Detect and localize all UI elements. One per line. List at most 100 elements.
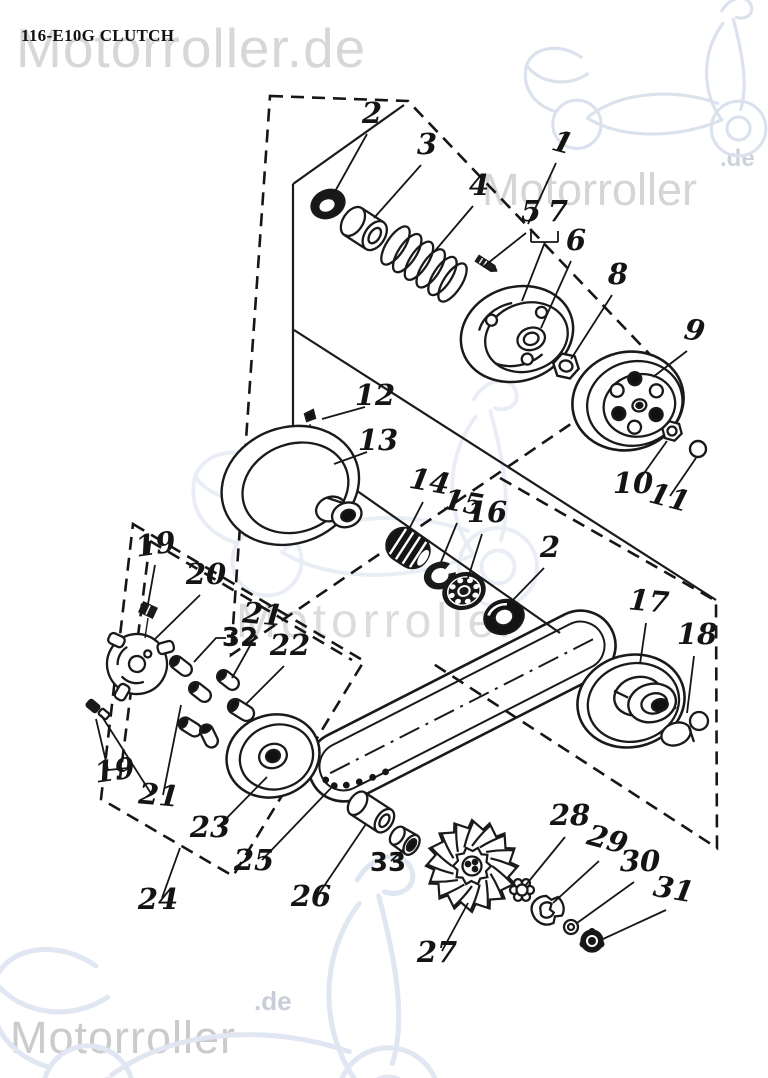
page-title: 116-E10G CLUTCH	[21, 26, 175, 45]
part-label-10: 10	[613, 466, 653, 500]
part-label-2: 2	[539, 530, 560, 564]
group-box-inner-double	[118, 539, 353, 779]
part-label-4: 4	[469, 168, 489, 202]
leader-line-19	[147, 564, 156, 605]
part-bushing-33	[388, 825, 421, 856]
part-label-15: 15	[441, 482, 487, 522]
part-oil-seal-2	[483, 598, 525, 636]
part-label-23: 23	[189, 810, 230, 844]
part-label-9: 9	[682, 312, 708, 349]
part-label-30: 30	[620, 844, 660, 878]
part-label-19: 19	[133, 524, 178, 563]
part-bushing-3	[339, 205, 388, 252]
part-spacer-26	[346, 790, 396, 834]
part-pulley-half-23	[225, 713, 321, 799]
leader-line-32	[193, 637, 226, 663]
drive-belt	[307, 609, 617, 803]
part-label-8: 8	[607, 257, 628, 291]
watermark-midright: Motorroller	[482, 164, 698, 215]
leader-line-10	[636, 440, 668, 484]
part-label-32: 32	[222, 623, 258, 653]
part-washer-30	[562, 918, 580, 936]
part-label-21: 21	[136, 776, 180, 813]
part-slider-19a	[138, 600, 158, 620]
part-label-11: 11	[646, 476, 694, 519]
part-label-2: 2	[361, 96, 382, 130]
belt-cog-marks	[322, 768, 389, 790]
fan-blade	[490, 857, 517, 869]
leader-line-18	[686, 655, 695, 714]
fan-blade	[469, 884, 481, 911]
part-drive-face-13	[220, 424, 363, 547]
part-ramp-plate-20	[105, 631, 176, 702]
leader-line-2	[512, 567, 545, 601]
fan-blade	[453, 885, 473, 908]
leader-line-4	[433, 205, 474, 253]
leader-line-19	[95, 718, 129, 771]
leader-line-21	[231, 634, 257, 679]
leader-line-30	[576, 881, 635, 924]
fan-blade	[485, 879, 489, 908]
callout-leader-lines	[95, 133, 697, 952]
part-slider-19b	[85, 698, 111, 721]
part-label-26: 26	[290, 879, 331, 913]
fan-blade	[479, 834, 505, 849]
scooter-watermark-bottom-left	[0, 857, 439, 1078]
part-label-21: 21	[240, 595, 284, 632]
fan-blade	[430, 847, 453, 867]
group-box-variator-rollers	[99, 521, 366, 878]
part-label-20: 20	[185, 557, 226, 591]
part-label-22: 22	[269, 628, 310, 662]
part-spring-4	[380, 225, 468, 303]
leader-line-31	[602, 909, 667, 940]
part-label-13: 13	[358, 423, 398, 457]
part-label-28: 28	[549, 798, 590, 832]
leader-line-9	[652, 350, 688, 378]
part-label-5: 5	[521, 194, 541, 228]
leader-line-11	[669, 457, 697, 497]
leader-line-5	[482, 232, 527, 268]
part-label-16: 16	[467, 495, 507, 529]
part-label-7: 7	[548, 194, 568, 228]
fan-blade	[455, 824, 459, 853]
fan-blade	[489, 873, 504, 899]
fan-blade	[439, 883, 465, 898]
part-piece-18	[660, 710, 710, 747]
leader-line-33	[390, 848, 405, 862]
leader-line-27	[441, 902, 469, 952]
part-star-washer-28	[508, 877, 536, 903]
part-label-19: 19	[92, 750, 137, 789]
part-ring-11	[688, 439, 708, 459]
leader-line-15	[440, 522, 458, 563]
part-washer-2	[310, 188, 346, 220]
part-roller-22	[226, 697, 256, 723]
leader-line-21	[100, 714, 153, 796]
leader-line-14	[406, 501, 424, 534]
fan-blade	[440, 833, 455, 859]
part-nut-8	[551, 352, 581, 380]
leader-line-16	[467, 533, 483, 579]
leader-line-6	[540, 260, 572, 329]
part-label-18: 18	[677, 617, 717, 651]
part-label-17: 17	[627, 582, 670, 619]
part-label-24: 24	[137, 882, 178, 916]
leader-line-29	[552, 860, 600, 904]
leader-line-12	[321, 406, 366, 420]
part-clutch-assembly-6-7	[459, 284, 575, 384]
leader-line-1	[527, 162, 557, 225]
leader-line-22	[245, 665, 285, 705]
fan-blade	[491, 865, 514, 885]
leader-line-3	[373, 164, 422, 219]
part-label-12: 12	[355, 378, 395, 412]
leader-line-28	[524, 836, 566, 887]
part-label-14: 14	[407, 461, 453, 501]
fan-blade	[463, 821, 475, 848]
leader-line-20	[153, 594, 201, 641]
part-clutch-bell-9	[571, 350, 685, 452]
part-rollers-21-22	[169, 654, 256, 749]
part-label-25: 25	[233, 843, 274, 877]
part-roller-bearing-14	[385, 526, 431, 570]
part-nut-31	[579, 928, 605, 953]
part-label-31: 31	[651, 869, 697, 909]
